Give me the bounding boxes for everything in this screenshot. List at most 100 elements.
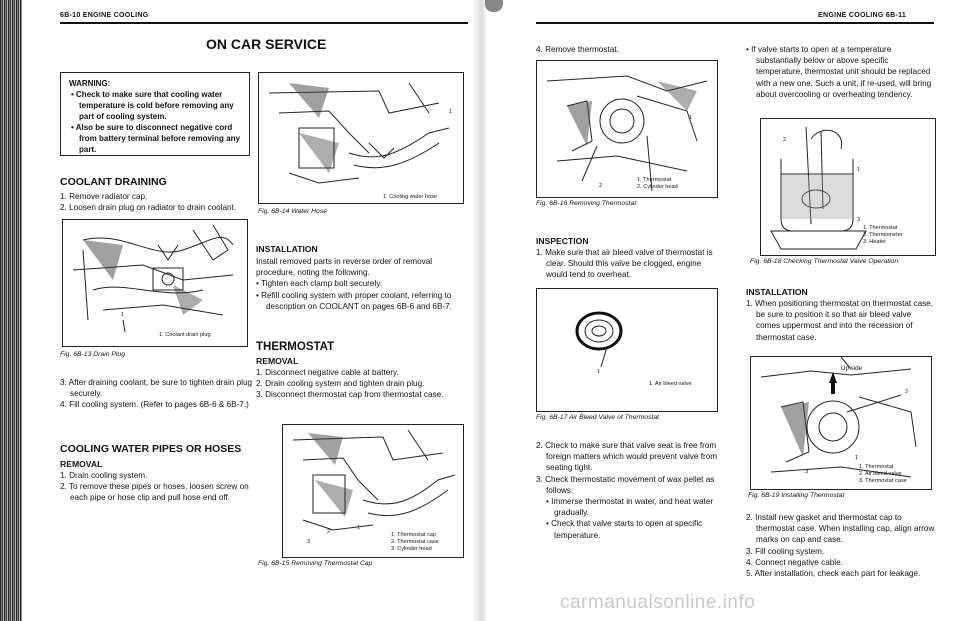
figure-removing-thermostat-cap: 1 2 3 1. Thermostat cap 2. Thermostat ca… xyxy=(282,424,464,558)
watermark[interactable]: carmanualsonline.info xyxy=(560,592,756,613)
callout-number: 1 xyxy=(855,455,859,461)
step: 2. To remove these pipes or hoses, loose… xyxy=(60,482,249,503)
figure-caption: Fig. 6B-13 Drain Plug xyxy=(60,351,125,358)
callout-number: 3 xyxy=(857,217,861,223)
left-page-header: 6B-10 ENGINE COOLING xyxy=(60,12,149,19)
inspection-step: 1. Make sure that air bleed valve of the… xyxy=(536,247,722,281)
legend-item: 2. Cylinder head xyxy=(637,184,678,190)
page-binding-edge xyxy=(0,0,22,621)
removal-subheading: REMOVAL xyxy=(256,356,299,366)
legend-item: 2. Thermostat case xyxy=(391,539,439,545)
remove-thermostat-illustration xyxy=(546,75,708,192)
figure-legend: 1. Thermostat 2. Air bleed valve 3. Ther… xyxy=(859,464,907,485)
callout-number: 1 xyxy=(857,167,861,173)
step: 1. Disconnect negative cable at battery. xyxy=(256,368,399,377)
legend-item: 1. Thermostat xyxy=(859,464,894,470)
legend-item: 1. Thermostat xyxy=(863,225,898,231)
up-side-label: Up side xyxy=(841,365,862,372)
figure-drain-plug: 1 1. Coolant drain plug xyxy=(62,219,248,347)
callout-number: 3 xyxy=(805,469,809,475)
installation-text: Install removed parts in reverse order o… xyxy=(256,256,466,312)
step: 1. When positioning thermostat on thermo… xyxy=(746,299,934,342)
callout-number: 2 xyxy=(599,183,603,189)
cooling-pipes-heading: COOLING WATER PIPES OR HOSES xyxy=(60,443,242,455)
drain-plug-illustration xyxy=(72,224,234,333)
callout-number: 1 xyxy=(449,109,453,115)
legend-item: 3. Cylinder head xyxy=(391,546,432,552)
figure-caption: Fig. 6B-17 Air Bleed Valve of Thermostat xyxy=(536,414,660,421)
installation-heading: INSTALLATION xyxy=(256,244,318,254)
pipes-removal-steps: 1. Drain cooling system. 2. To remove th… xyxy=(60,470,260,504)
center-gutter xyxy=(472,0,488,621)
legend-item: 3. Thermostat case xyxy=(859,478,907,484)
thermostat-test-illustration xyxy=(770,126,867,250)
callout-number: 2 xyxy=(905,389,909,395)
left-page: 6B-10 ENGINE COOLING ON CAR SERVICE WARN… xyxy=(0,0,472,621)
step: 5. After installation, check each part f… xyxy=(746,569,921,579)
step: 4. Connect negative cable. xyxy=(746,557,843,567)
bullet: • Refill cooling system with proper cool… xyxy=(256,290,452,311)
installation-heading: INSTALLATION xyxy=(746,287,808,297)
warning-title: WARNING: xyxy=(69,79,111,88)
header-rule xyxy=(60,22,468,24)
air-bleed-valve-illustration xyxy=(575,311,623,368)
callout-number: 2 xyxy=(327,529,331,535)
installation-steps-after: 2. Install new gasket and thermostat cap… xyxy=(746,512,936,579)
warning-box: WARNING: • Check to make sure that cooli… xyxy=(60,72,250,156)
bullet: • Check that valve starts to open at spe… xyxy=(546,519,703,540)
legend-item: 1. Thermostat xyxy=(637,177,672,183)
callout-number: 1 xyxy=(597,369,601,375)
remove-thermostat-step: 4. Remove thermostat. xyxy=(536,45,619,54)
inspection-heading: INSPECTION xyxy=(536,236,589,246)
water-hose-illustration xyxy=(268,82,450,184)
figure-removing-thermostat: 1 2 1. Thermostat 2. Cylinder head xyxy=(536,60,718,198)
legend-item: 3. Heater xyxy=(863,239,887,245)
figure-legend: 1. Thermostat 2. Thermometer 3. Heater xyxy=(863,225,903,246)
figure-checking-thermostat: 1 2 3 1. Thermostat 2. Thermometer 3. He… xyxy=(760,118,936,256)
warning-item: • Check to make sure that cooling water … xyxy=(71,90,234,121)
thermostat-cap-illustration xyxy=(292,429,456,531)
installation-step: 1. When positioning thermostat on thermo… xyxy=(746,298,936,343)
step: 1. Remove radiator cap. xyxy=(60,192,148,201)
callout-number: 2 xyxy=(783,137,787,143)
step: 3. Fill cooling system. xyxy=(746,546,825,556)
figure-legend: 1. Cooling water hose xyxy=(383,194,438,200)
step: 3. After draining coolant, be sure to ti… xyxy=(60,378,253,399)
thermostat-removal-steps: 1. Disconnect negative cable at battery.… xyxy=(256,367,466,401)
header-rule xyxy=(536,22,934,24)
step: 4. Fill cooling system. (Refer to pages … xyxy=(60,400,249,410)
legend-item: 2. Thermometer xyxy=(863,232,903,238)
step: 2. Install new gasket and thermostat cap… xyxy=(746,513,935,545)
inspection-steps-continued: 2. Check to make sure that valve seat is… xyxy=(536,440,722,541)
figure-caption: Fig. 6B-18 Checking Thermostat Valve Ope… xyxy=(750,258,899,265)
step: 2. Check to make sure that valve seat is… xyxy=(536,441,718,473)
paragraph: Install removed parts in reverse order o… xyxy=(256,257,433,278)
coolant-draining-steps-after: 3. After draining coolant, be sure to ti… xyxy=(60,377,260,411)
figure-caption: Fig. 6B-14 Water Hose xyxy=(258,208,328,215)
warning-item: • Also be sure to disconnect negative co… xyxy=(71,123,240,154)
callout-number: 3 xyxy=(307,539,311,545)
callout-number: 1 xyxy=(121,312,125,318)
callout-number: 1 xyxy=(357,525,361,531)
step: 1. Drain cooling system. xyxy=(60,471,148,480)
thermostat-heading: THERMOSTAT xyxy=(256,341,335,353)
removal-subheading: REMOVAL xyxy=(60,459,103,469)
step: 3. Check thermostatic movement of wax pe… xyxy=(536,474,715,495)
gutter-mark xyxy=(485,0,503,12)
figure-caption: Fig. 6B-16 Removing Thermostat xyxy=(536,200,637,207)
right-page-header: ENGINE COOLING 6B-11 xyxy=(818,12,907,19)
coolant-draining-steps: 1. Remove radiator cap. 2. Loosen drain … xyxy=(60,191,260,213)
figure-legend: 1. Thermostat cap 2. Thermostat case 3. … xyxy=(391,532,439,553)
figure-legend: 1. Air bleed valve xyxy=(649,381,692,387)
step: 3. Disconnect thermostat cap from thermo… xyxy=(256,390,444,400)
inspection-bullet-continued: • If valve starts to open at a temperatu… xyxy=(746,44,934,100)
coolant-draining-heading: COOLANT DRAINING xyxy=(60,176,167,188)
bullet: • Immerse thermostat in water, and heat … xyxy=(546,497,714,518)
callout-number: 1 xyxy=(689,115,693,121)
figure-caption: Fig. 6B-19 Installing Thermostat xyxy=(748,492,845,499)
bullet: • Tighten each clamp bolt securely. xyxy=(256,279,383,289)
figure-caption: Fig. 6B-15 Removing Thermostat Cap xyxy=(258,560,373,567)
step: 2. Loosen drain plug on radiator to drai… xyxy=(60,203,237,213)
legend-item: 1. Thermostat cap xyxy=(391,532,436,538)
figure-legend: 1. Thermostat 2. Cylinder head xyxy=(637,177,678,191)
